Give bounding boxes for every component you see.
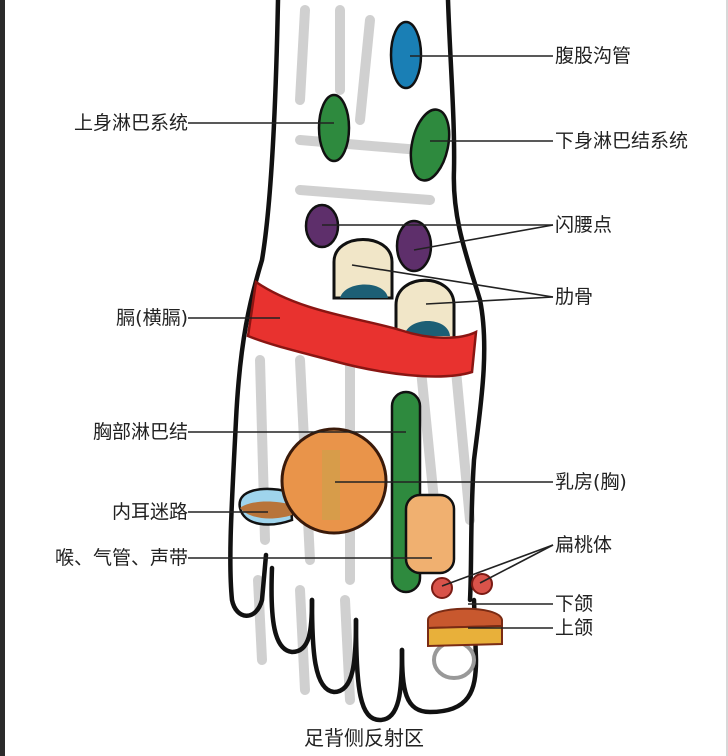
label-upper-jaw: 上颌	[555, 617, 594, 639]
label-chest-lymph: 胸部淋巴结	[92, 421, 188, 443]
tonsil-zone-left	[431, 577, 453, 599]
label-inguinal-canal: 腹股沟管	[555, 45, 632, 67]
rib-zone-left	[332, 238, 394, 300]
diaphragm-zone	[246, 279, 478, 378]
label-diaphragm: 膈(横膈)	[116, 307, 188, 329]
label-lower-jaw: 下颌	[555, 593, 594, 615]
label-breast: 乳房(胸)	[555, 471, 627, 493]
lumbar-point-zone-right	[395, 219, 433, 273]
label-tonsils: 扁桃体	[555, 534, 613, 556]
upper-jaw-zone	[427, 624, 503, 648]
lower-jaw-zone	[427, 607, 503, 630]
lumbar-point-zone-left	[304, 203, 340, 249]
image-border-left	[0, 0, 5, 756]
rib-zone-right	[394, 278, 456, 340]
label-inner-ear: 内耳迷路	[111, 501, 188, 523]
image-border-right	[726, 0, 728, 756]
chest-spine-shading	[322, 450, 340, 520]
toenail-shading	[432, 640, 476, 680]
label-throat: 喉、气管、声带	[54, 547, 188, 569]
lower-body-lymph-zone	[409, 108, 451, 182]
leader-lines	[188, 55, 554, 629]
foot-outline	[228, 0, 487, 723]
inguinal-canal-zone	[389, 20, 423, 90]
label-ribs: 肋骨	[555, 286, 594, 308]
label-lumbar-point: 闪腰点	[555, 214, 613, 236]
diagram-caption: 足背侧反射区	[304, 726, 424, 750]
tonsil-zone-right	[471, 573, 493, 595]
upper-body-lymph-zone	[317, 93, 351, 163]
breast-zone	[404, 493, 456, 575]
label-upper-body-lymph: 上身淋巴系统	[73, 112, 188, 134]
label-lower-body-lymph: 下身淋巴结系统	[555, 130, 689, 152]
